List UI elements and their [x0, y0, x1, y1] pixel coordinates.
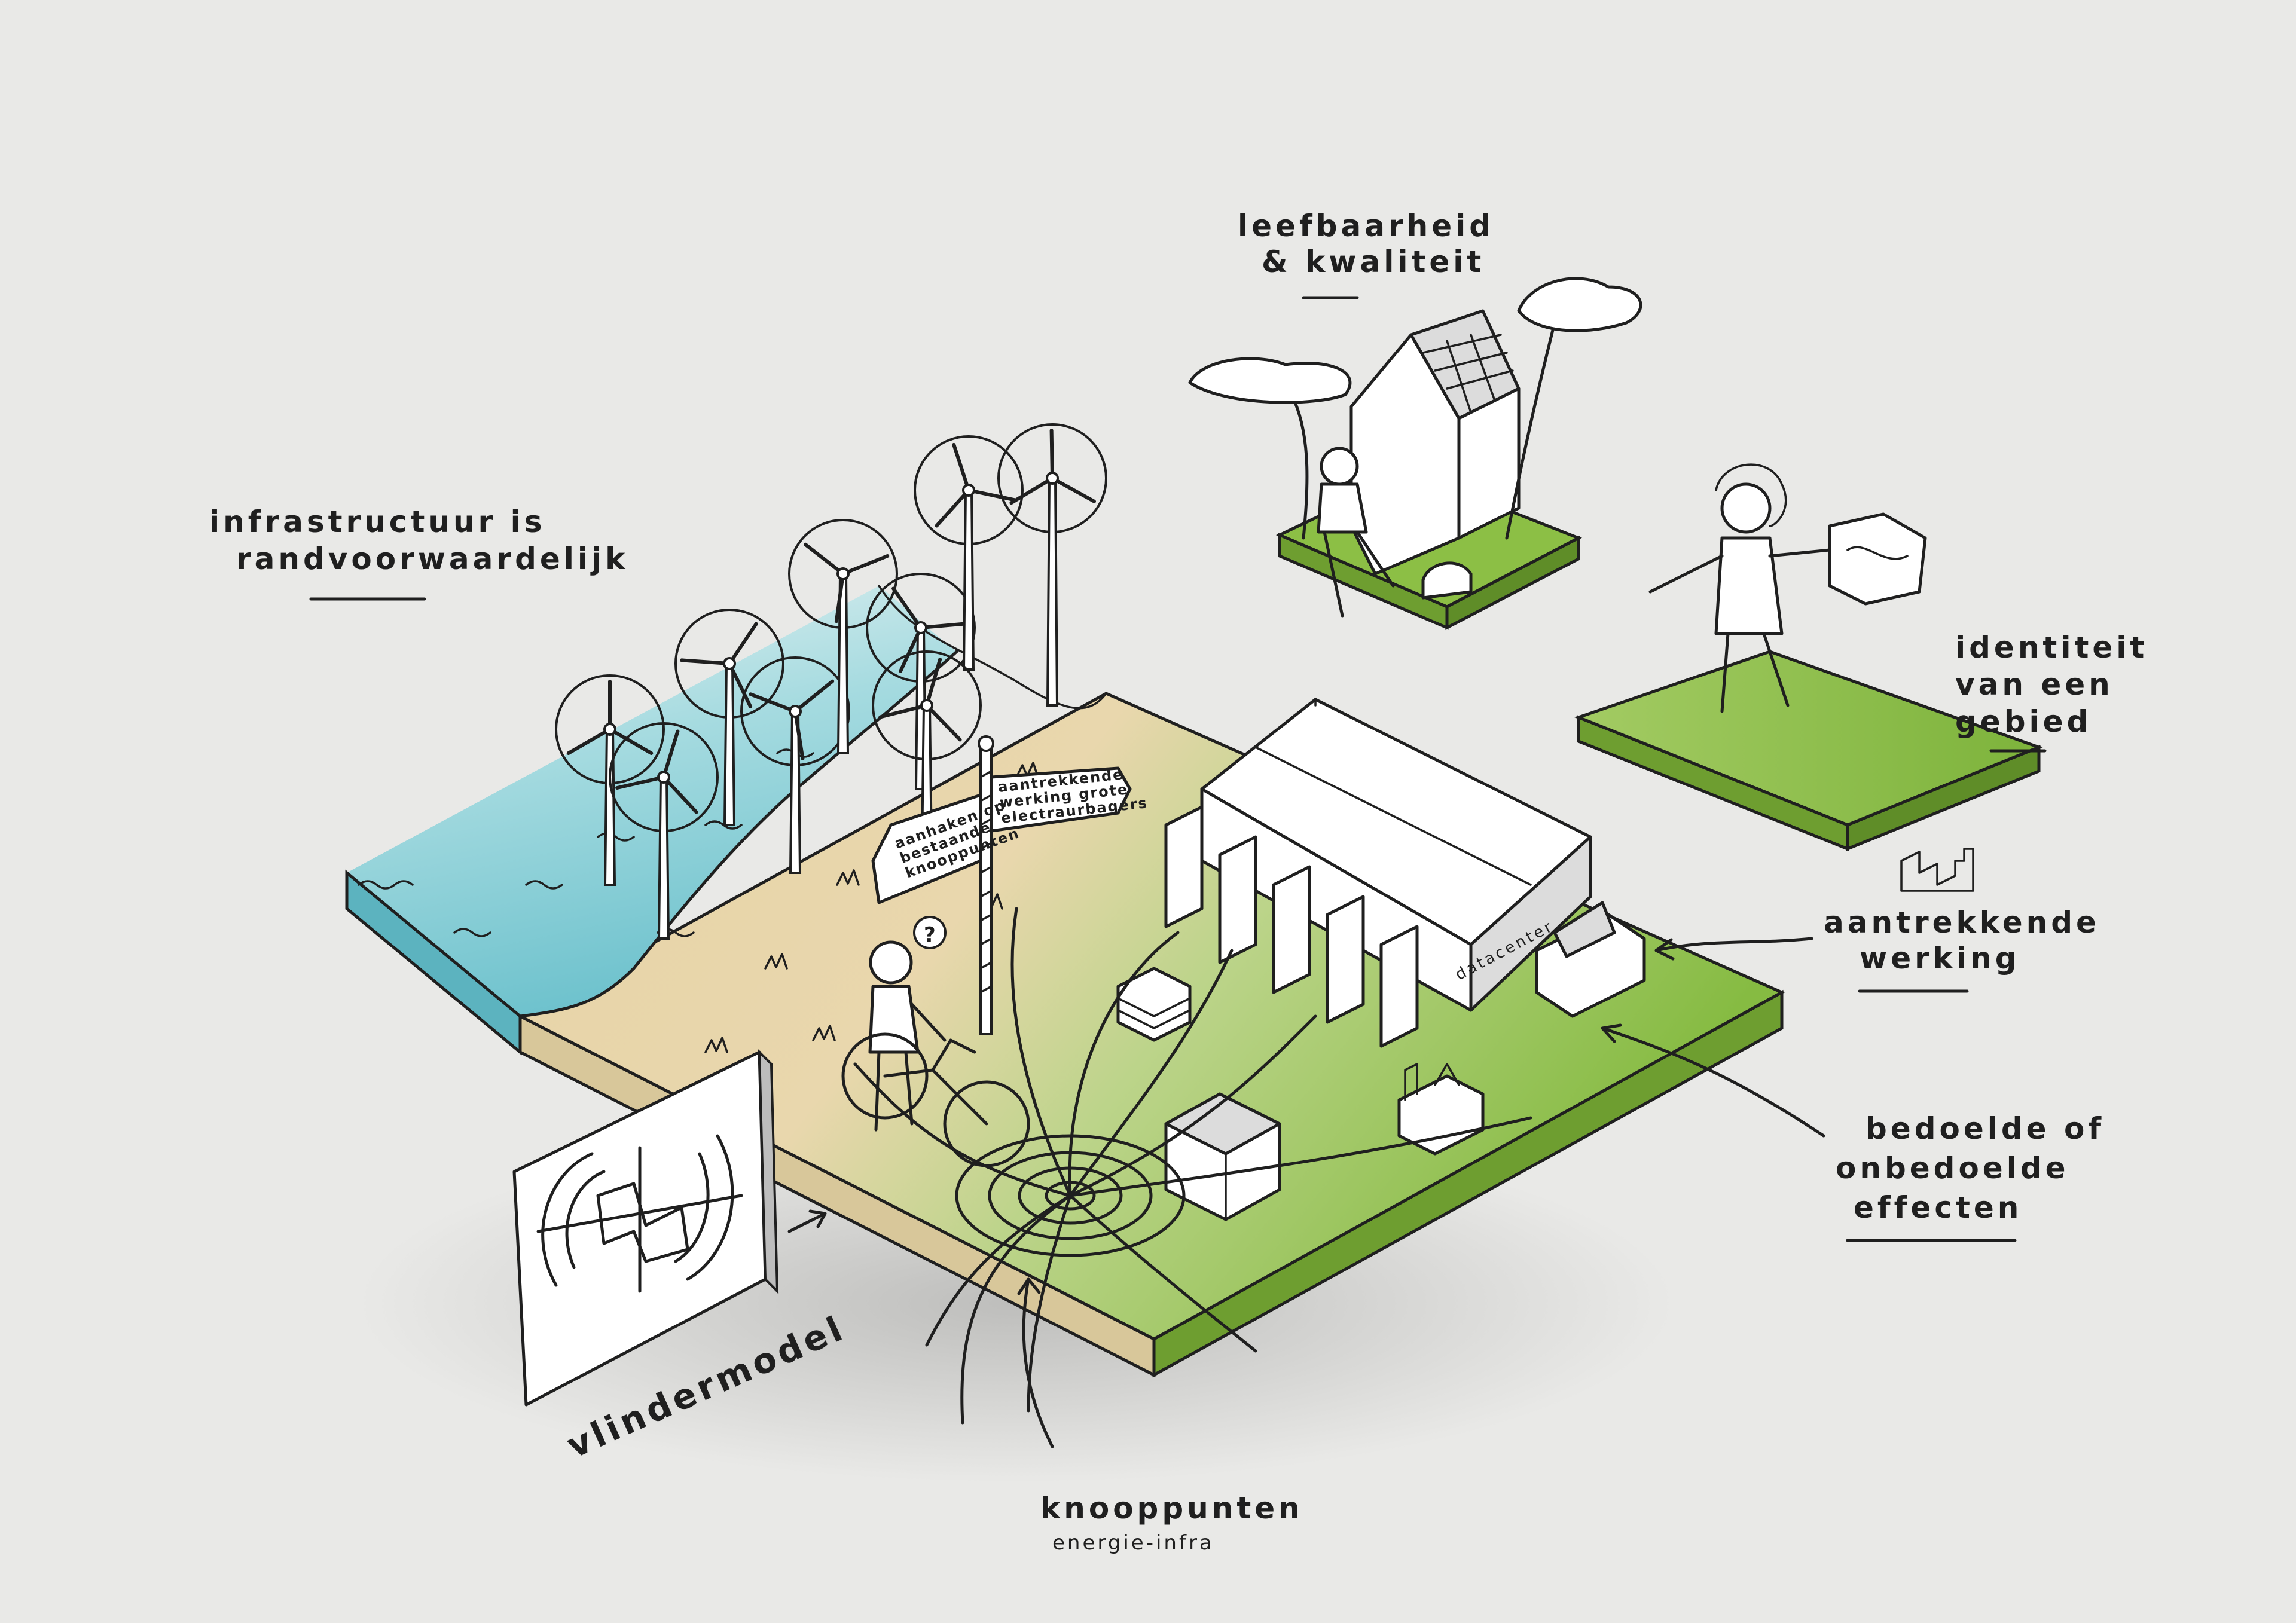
wind-turbine: [914, 435, 1024, 671]
identiteit-scene: [1574, 463, 2044, 851]
label-leefbaarheid-line-1: leefbaarheid: [1238, 209, 1494, 243]
svg-text:leefbaarheid& kwaliteit: leefbaarheid& kwaliteit: [1238, 209, 1494, 279]
sea-side: [345, 869, 522, 1056]
label-aantrekkende-line-2: werking: [1860, 941, 2020, 976]
annotation-arrows: [787, 937, 1825, 1448]
wind-turbines: [555, 423, 1107, 940]
wind-turbine: [555, 674, 665, 886]
label-infrastructuur-line-1: infrastructuur is: [209, 505, 546, 539]
svg-text:aantrekkendewerking: aantrekkendewerking: [1824, 905, 2100, 976]
question-bubble: [913, 916, 947, 949]
sign-right: [990, 766, 1132, 833]
flow-lines: [853, 907, 1532, 1425]
wind-turbine: [997, 423, 1107, 707]
leefbaarheid-scene: [1188, 277, 1642, 631]
sea: [347, 586, 957, 1016]
label-energie-infra-text: energie-infra: [1052, 1531, 1214, 1555]
label-bedoelde-line-1: bedoelde of: [1866, 1111, 2105, 1146]
vlindermodel-board: [512, 1049, 779, 1407]
label-knooppunten-text: knooppunten: [1040, 1491, 1303, 1526]
label-infrastructuur-line-2: randvoorwaardelijk: [236, 542, 628, 576]
label-leefbaarheid: leefbaarheid& kwaliteit: [1238, 209, 1494, 299]
wind-turbine: [609, 722, 719, 940]
label-bedoelde-line-2: onbedoelde: [1836, 1151, 2069, 1185]
pallet-crate: [1116, 967, 1192, 1042]
question-mark: ?: [924, 923, 936, 947]
label-leefbaarheid-line-2: & kwaliteit: [1262, 244, 1485, 279]
signpost: aantrekkendewerking groteelectraurbagers…: [871, 735, 1149, 1035]
label-identiteit-line-1: identiteit: [1955, 630, 2148, 665]
label-aantrekkende-line-1: aantrekkende: [1824, 905, 2100, 940]
label-identiteit-line-3: gebied: [1955, 704, 2092, 739]
cyclist-figure: ?: [841, 916, 1030, 1167]
factory-icon: [1900, 848, 1974, 892]
label-bedoelde-line-3: effecten: [1854, 1190, 2022, 1225]
wind-turbine: [674, 609, 784, 826]
substation-box: [1164, 1092, 1281, 1221]
wind-turbine: [740, 656, 850, 874]
label-bedoelde: bedoelde of onbedoelde effecten: [1836, 1111, 2105, 1242]
datacenter-building: datacenter: [1164, 698, 1646, 1048]
wind-turbine: [788, 519, 898, 754]
label-knooppunten: knooppunten energie-infra: [1040, 1491, 1303, 1555]
sign-left: [871, 793, 982, 904]
label-identiteit-line-2: van een: [1955, 667, 2114, 702]
